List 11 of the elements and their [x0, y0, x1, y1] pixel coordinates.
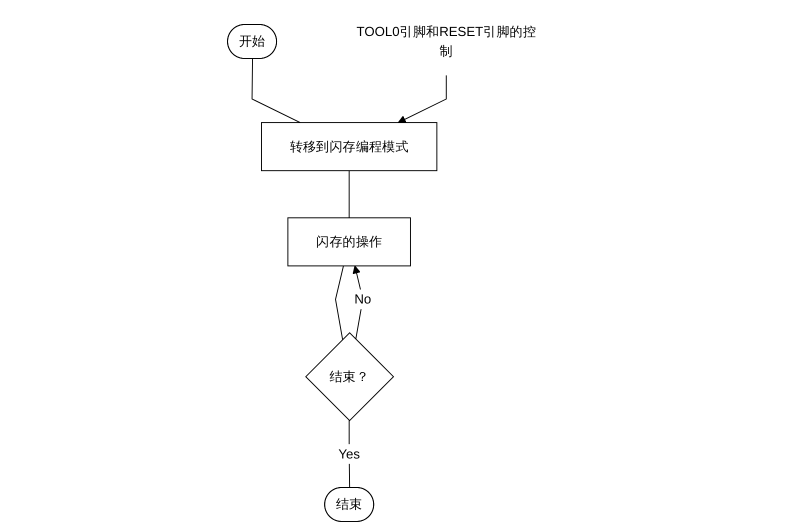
node-diamond: 结束？ — [305, 332, 394, 422]
arrow — [398, 74, 448, 124]
node-box: 闪存的操作 — [288, 217, 412, 266]
connector — [349, 170, 350, 218]
edge-label: Yes — [338, 446, 360, 462]
node-box: 转移到闪存编程模式 — [261, 122, 438, 172]
connector — [335, 265, 344, 340]
connector — [252, 58, 301, 124]
edge-label: No — [354, 291, 372, 306]
connector — [349, 420, 350, 488]
node-text: TOOL0引脚和RESET引脚的控制 — [356, 24, 536, 58]
